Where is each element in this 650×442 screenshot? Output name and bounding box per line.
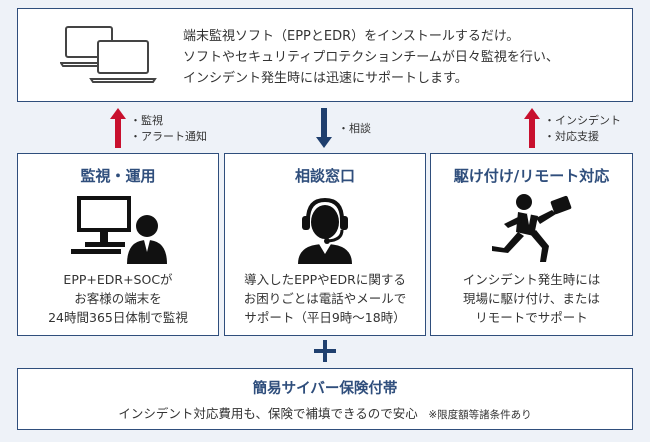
card-body-line: インシデント発生時には bbox=[462, 272, 601, 287]
arrow-label-line: ・対応支援 bbox=[544, 130, 599, 143]
insurance-text: インシデント対応費用も、保険で補填できるので安心 bbox=[118, 406, 418, 421]
monitoring-person-icon bbox=[71, 196, 167, 264]
top-description-text: 端末監視ソフト（EPPとEDR）をインストールするだけ。 ソフトやセキュリティプ… bbox=[183, 26, 559, 89]
card-body-line: リモートでサポート bbox=[475, 310, 588, 325]
card-onsite-remote: 駆け付け/リモート対応 インシデント発生時には 現場に駆け付け、または リモート… bbox=[430, 153, 633, 336]
card-body-line: サポート（平日9時〜18時） bbox=[244, 310, 406, 325]
arrow-label-line: ・インシデント bbox=[544, 114, 621, 127]
card-body-line: 導入したEPPやEDRに関する bbox=[244, 272, 406, 287]
up-arrow-icon bbox=[110, 108, 126, 148]
arrow-label-line: ・相談 bbox=[338, 122, 371, 135]
arrow-label-consult: ・相談 bbox=[338, 121, 371, 137]
card-title: 相談窓口 bbox=[294, 167, 355, 185]
insurance-box: 簡易サイバー保険付帯 インシデント対応費用も、保険で補填できるので安心 ※限度額… bbox=[17, 368, 633, 430]
card-consultation: 相談窓口 導入したEPPやEDRに関する お困りごとは電話やメールで サポート（… bbox=[224, 153, 426, 336]
card-body-line: 現場に駆け付け、または bbox=[463, 291, 600, 306]
plus-icon bbox=[314, 340, 336, 362]
insurance-title: 簡易サイバー保険付帯 bbox=[252, 381, 398, 397]
two-laptops-icon bbox=[60, 26, 157, 83]
up-arrow-icon bbox=[524, 108, 540, 148]
card-body-line: お客様の端末を bbox=[74, 291, 162, 306]
arrow-label-monitoring: ・監視 ・アラート通知 bbox=[130, 113, 207, 145]
top-line: ソフトやセキュリティプロテクションチームが日々監視を行い、 bbox=[183, 50, 559, 65]
card-monitoring: 監視・運用 EPP+EDR+SOCが お客様の端末を 24時間365日体制で監視 bbox=[17, 153, 219, 336]
card-body-line: 24時間365日体制で監視 bbox=[48, 310, 188, 325]
running-person-icon bbox=[491, 194, 571, 262]
insurance-text-row: インシデント対応費用も、保険で補填できるので安心 ※限度額等諸条件あり bbox=[18, 403, 632, 422]
card-body-line: お困りごとは電話やメールで bbox=[243, 291, 407, 306]
top-line: 端末監視ソフト（EPPとEDR）をインストールするだけ。 bbox=[183, 29, 520, 44]
card-title: 駆け付け/リモート対応 bbox=[453, 167, 610, 185]
down-arrow-icon bbox=[316, 108, 332, 148]
headset-operator-icon bbox=[298, 197, 352, 264]
arrow-label-line: ・アラート通知 bbox=[130, 130, 207, 143]
card-title: 監視・運用 bbox=[80, 167, 156, 185]
arrow-label-incident: ・インシデント ・対応支援 bbox=[544, 113, 621, 145]
top-line: インシデント発生時には迅速にサポートします。 bbox=[183, 71, 468, 86]
card-body-line: EPP+EDR+SOCが bbox=[63, 272, 173, 287]
top-description-box: 端末監視ソフト（EPPとEDR）をインストールするだけ。 ソフトやセキュリティプ… bbox=[17, 8, 633, 102]
insurance-note: ※限度額等諸条件あり bbox=[421, 409, 532, 421]
arrow-label-line: ・監視 bbox=[130, 114, 163, 127]
